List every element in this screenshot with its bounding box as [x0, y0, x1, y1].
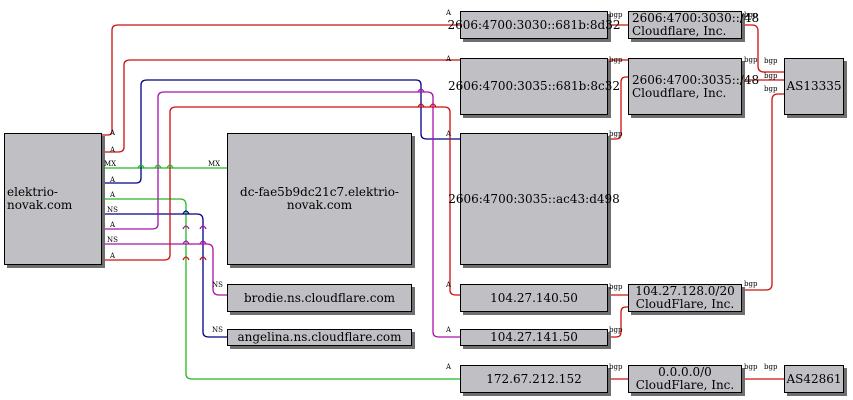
hop-3	[166, 164, 174, 169]
edge-label-ns-target: NS	[212, 326, 223, 334]
edge-label-a-target: A	[446, 130, 452, 138]
edge-label-bgp: bgp	[744, 280, 758, 288]
edge-label-bgp: bgp	[744, 56, 758, 64]
edge-label-bgp: bgp	[609, 130, 623, 138]
edge-label-bgp: bgp	[609, 283, 623, 291]
edge-label-bgp: bgp	[764, 72, 778, 80]
edge-a-ip4-2	[102, 91, 460, 338]
ip6-node-2[interactable]: 2606:4700:3035::681b:8c32	[448, 58, 620, 115]
hop-2	[154, 164, 162, 169]
edge-label-bgp: bgp	[744, 11, 758, 19]
edge-label-bgp: bgp	[609, 326, 623, 334]
prefix6-node-2[interactable]: 2606:4700:3035::/48 Cloudflare, Inc.	[628, 58, 759, 115]
edge-label-a: A	[110, 146, 116, 154]
hop-5	[417, 103, 425, 108]
edge-label-a: A	[110, 252, 116, 260]
prefix6-2-cidr: 2606:4700:3035::/48	[632, 72, 760, 87]
edge-bgp-pfx4-1-as	[742, 93, 784, 291]
prefix4-1-org: CloudFlare, Inc.	[635, 297, 735, 311]
ip6-node-1[interactable]: 2606:4700:3030::681b:8d32	[448, 11, 621, 39]
hop-7	[182, 210, 190, 215]
edge-label-mx-target: MX	[208, 160, 221, 168]
prefix4-2-org: CloudFlare, Inc.	[635, 378, 735, 392]
edge-label-ns-target: NS	[212, 281, 223, 289]
edge-bgp-pfx6-1-as	[742, 24, 784, 73]
edge-label-ns: NS	[107, 206, 118, 214]
prefix6-node-1[interactable]: 2606:4700:3030::/48 Cloudflare, Inc.	[628, 11, 759, 39]
ip4-node-3[interactable]: 172.67.212.152	[460, 365, 608, 393]
edge-bgp-ip6-3	[608, 76, 628, 140]
edge-a-ip6-1	[102, 24, 460, 136]
edge-label-a-target: A	[446, 363, 452, 371]
edge-label-a-target: A	[446, 281, 452, 289]
hop-4	[417, 88, 425, 93]
edge-label-bgp: bgp	[764, 57, 778, 65]
hop-6	[429, 103, 437, 108]
prefix4-2-cidr: 0.0.0.0/0	[658, 365, 712, 379]
ip6-node-3[interactable]: 2606:4700:3035::ac43:d498	[448, 133, 620, 265]
edge-label-bgp: bgp	[609, 363, 623, 371]
edge-label-a-target: A	[446, 326, 452, 334]
hop-12	[182, 256, 190, 261]
edge-label-bgp: bgp	[609, 11, 623, 19]
domain-node[interactable]: elektrio-novak.com	[4, 133, 102, 265]
edge-ns-angelina	[102, 213, 227, 338]
hop-10	[182, 240, 190, 245]
prefix6-1-cidr: 2606:4700:3030::/48	[632, 11, 760, 25]
edge-label-bgp: bgp	[609, 56, 623, 64]
prefix6-2-org: Cloudflare, Inc.	[632, 85, 727, 100]
edge-label-a: A	[110, 191, 116, 199]
hop-1	[137, 164, 145, 169]
edge-label-a: A	[110, 176, 116, 184]
edge-label-a: A	[110, 129, 116, 137]
edge-ns-brodie	[102, 243, 227, 296]
edge-label-a-target: A	[446, 9, 452, 17]
edge-a-ip4-1	[102, 106, 460, 296]
edge-label-bgp: bgp	[764, 85, 778, 93]
prefix4-node-1[interactable]: 104.27.128.0/20 CloudFlare, Inc.	[628, 284, 742, 312]
edge-label-mx: MX	[104, 160, 117, 168]
edge-label-a: A	[110, 221, 116, 229]
hop-8	[182, 225, 190, 230]
ip4-node-2[interactable]: 104.27.141.50	[460, 329, 608, 346]
hop-13	[199, 256, 207, 261]
hop-9	[199, 225, 207, 230]
ns-angelina-node[interactable]: angelina.ns.cloudflare.com	[227, 329, 412, 346]
prefix4-node-2[interactable]: 0.0.0.0/0 CloudFlare, Inc.	[628, 365, 742, 393]
edge-bgp-ip4-2	[608, 306, 628, 338]
edge-label-ns: NS	[107, 236, 118, 244]
edge-label-bgp: bgp	[744, 363, 758, 371]
ip4-node-1[interactable]: 104.27.140.50	[460, 284, 608, 312]
edge-a-ip6-2	[102, 59, 460, 153]
edge-label-a-target: A	[446, 55, 452, 63]
hop-11	[199, 240, 207, 245]
edge-label-bgp: bgp	[764, 363, 778, 371]
mx-host-node[interactable]: dc-fae5b9dc21c7.elektrio-novak.com	[227, 133, 412, 265]
prefix6-1-org: Cloudflare, Inc.	[632, 24, 727, 38]
edge-a-ip4-3	[102, 198, 460, 380]
ns-brodie-node[interactable]: brodie.ns.cloudflare.com	[227, 284, 412, 312]
edge-a-ip6-3	[102, 79, 460, 184]
as13335-node[interactable]: AS13335	[784, 58, 844, 115]
prefix4-1-cidr: 104.27.128.0/20	[635, 284, 735, 298]
as42861-node[interactable]: AS42861	[784, 365, 844, 393]
